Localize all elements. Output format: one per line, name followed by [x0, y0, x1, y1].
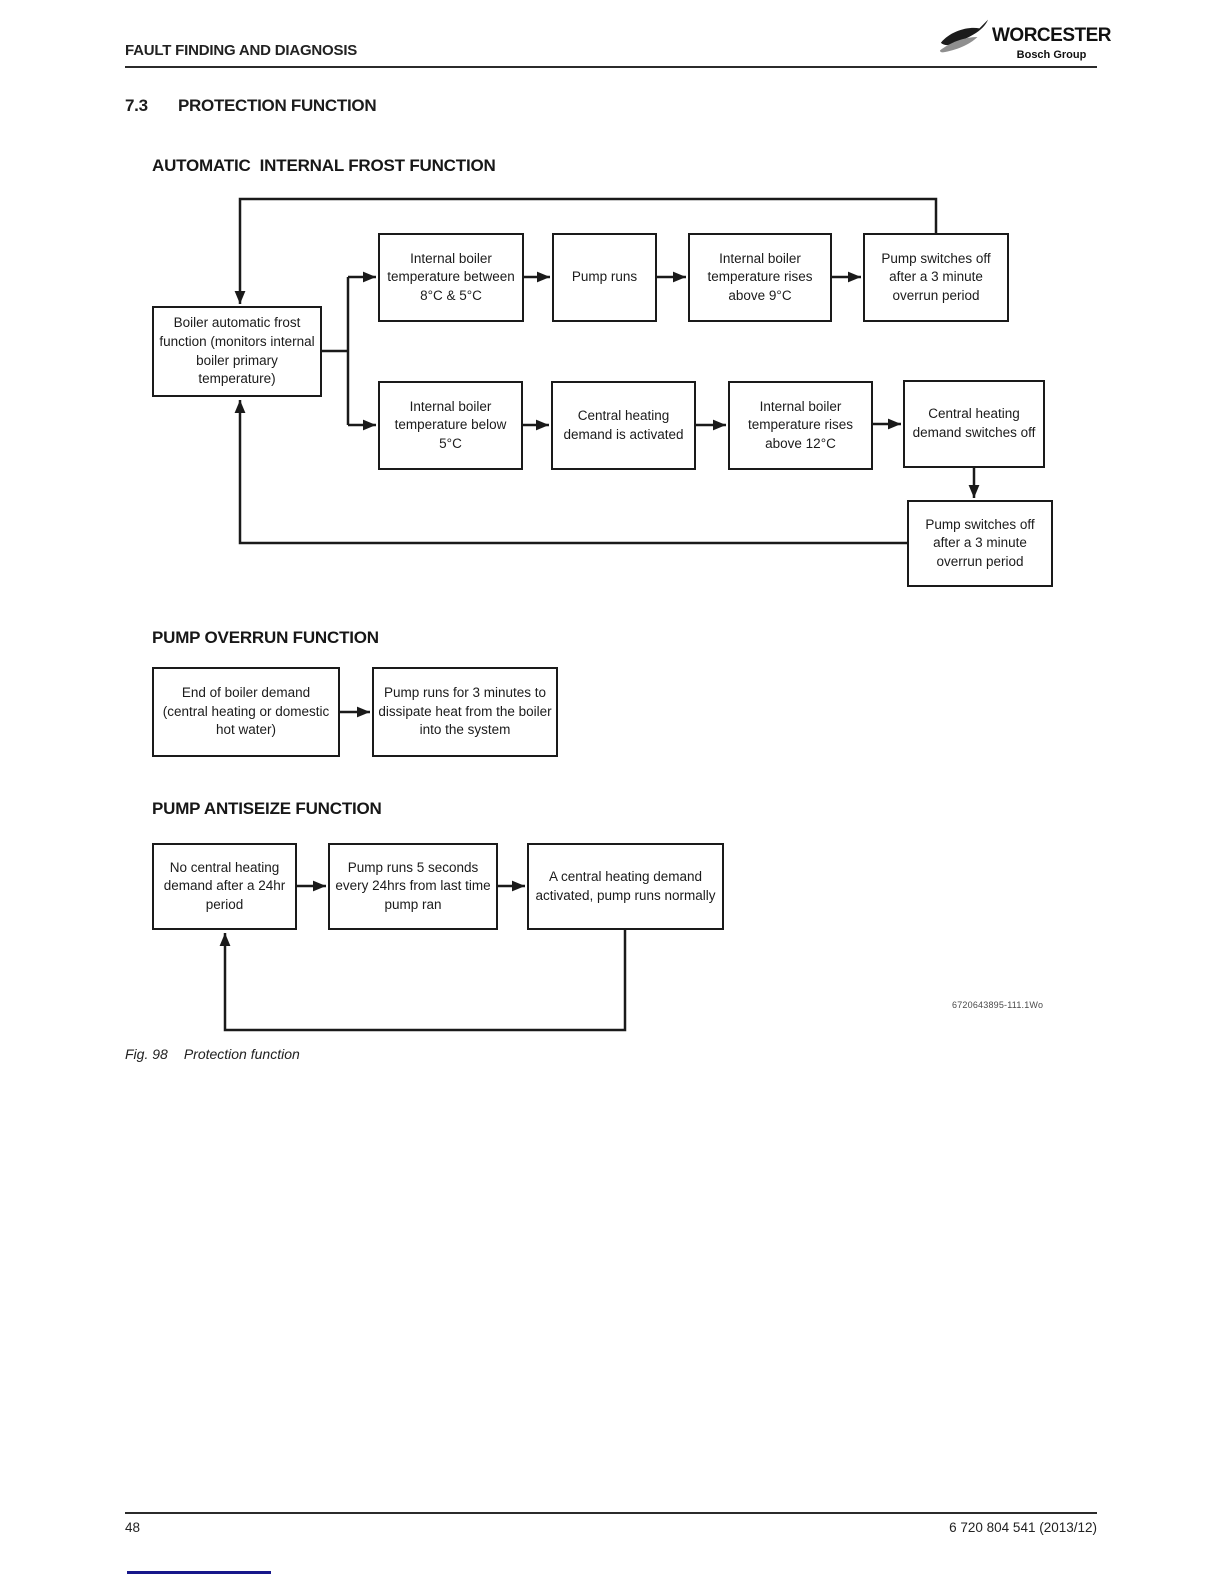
- header-rule: [125, 66, 1097, 68]
- worcester-swoosh-icon: [939, 19, 989, 53]
- accent-bar: [127, 1571, 271, 1574]
- logo-text: WORCESTER Bosch Group: [992, 16, 1112, 61]
- document-number: 6 720 804 541 (2013/12): [949, 1520, 1097, 1535]
- frost-top-box-1: Internal boiler temperature between 8°C …: [378, 233, 524, 322]
- overrun-box-1: End of boiler demand (central heating or…: [152, 667, 340, 757]
- frost-top-box-2: Pump runs: [552, 233, 657, 322]
- frost-bottom-box-3: Internal boiler temperature rises above …: [728, 381, 873, 470]
- page-number: 48: [125, 1520, 141, 1535]
- frost-top-box-4: Pump switches off after a 3 minute overr…: [863, 233, 1009, 322]
- figure-caption-label: Fig. 98: [125, 1046, 168, 1062]
- overrun-heading: PUMP OVERRUN FUNCTION: [152, 628, 379, 647]
- footer-rule: [125, 1512, 1097, 1514]
- connector-antiseize-feedback: [219, 930, 627, 1032]
- swoosh-stroke-dark: [940, 19, 989, 46]
- frost-main-box: Boiler automatic frost function (monitor…: [152, 306, 322, 397]
- header-title: FAULT FINDING AND DIAGNOSIS: [125, 42, 358, 59]
- section-title: PROTECTION FUNCTION: [178, 96, 377, 115]
- antiseize-box-1: No central heating demand after a 24hr p…: [152, 843, 297, 930]
- antiseize-box-2: Pump runs 5 seconds every 24hrs from las…: [328, 843, 498, 930]
- worcester-logo: WORCESTER Bosch Group: [938, 16, 1112, 64]
- overrun-box-2: Pump runs for 3 minutes to dissipate hea…: [372, 667, 558, 757]
- figure-code: 6720643895-111.1Wo: [952, 1000, 1044, 1010]
- logo-group: Bosch Group: [1016, 48, 1087, 61]
- figure-caption-text: Protection function: [183, 1046, 300, 1062]
- swoosh-stroke-gray: [939, 37, 978, 53]
- figure-caption: Fig. 98 Protection function: [125, 1046, 300, 1062]
- logo-brand: WORCESTER: [992, 25, 1112, 46]
- antiseize-heading: PUMP ANTISEIZE FUNCTION: [152, 799, 382, 818]
- frost-bottom-box-2: Central heating demand is activated: [551, 381, 696, 470]
- antiseize-box-3: A central heating demand activated, pump…: [527, 843, 724, 930]
- frost-bottom-box-5: Pump switches off after a 3 minute overr…: [907, 500, 1053, 587]
- frost-bottom-box-4: Central heating demand switches off: [903, 380, 1045, 468]
- section-number: 7.3: [125, 96, 148, 115]
- frost-top-box-3: Internal boiler temperature rises above …: [688, 233, 832, 322]
- frost-bottom-box-1: Internal boiler temperature below 5°C: [378, 381, 523, 470]
- frost-heading: AUTOMATIC INTERNAL FROST FUNCTION: [152, 156, 496, 175]
